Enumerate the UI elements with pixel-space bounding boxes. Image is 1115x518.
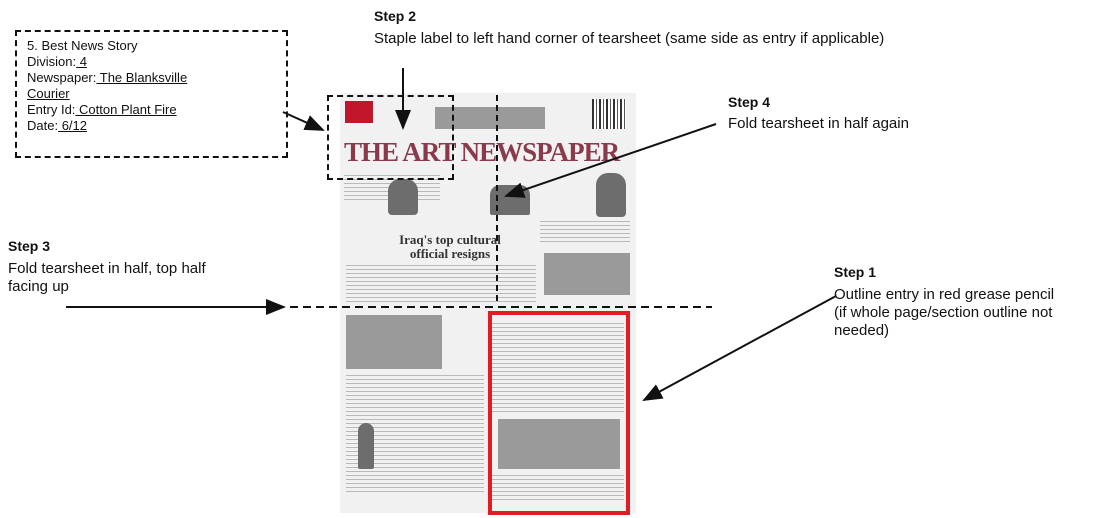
step1-line1: Outline entry in red grease pencil	[834, 286, 1055, 303]
step3-title: Step 3	[8, 238, 51, 254]
label-newspaper: Newspaper: The Blanksville	[27, 70, 188, 85]
step3-line1: Fold tearsheet in half, top half	[8, 260, 206, 277]
figure-illustration	[358, 423, 374, 469]
photo-portrait	[388, 179, 418, 215]
masthead-illustration	[435, 107, 545, 129]
photo-lower-left	[346, 315, 442, 369]
label-title: 5. Best News Story	[27, 38, 138, 53]
step4-title: Step 4	[728, 94, 771, 110]
barcode-icon	[592, 99, 626, 129]
newspaper-badge	[345, 101, 373, 123]
step2-text: Staple label to left hand corner of tear…	[374, 30, 885, 47]
label-arrow	[282, 111, 325, 131]
text-column	[346, 265, 536, 305]
entry-red-outline	[488, 311, 630, 515]
entry-text	[492, 323, 624, 415]
label-division: Division: 4	[27, 54, 87, 69]
step1-title: Step 1	[834, 264, 877, 280]
step1-line2: (if whole page/section outline not	[834, 304, 1053, 321]
text-column	[540, 221, 630, 245]
staple-corner-box	[327, 95, 454, 180]
entry-photo	[498, 419, 620, 469]
step4-arrow	[504, 123, 717, 198]
entry-label-box: 5. Best News Story Division: 4 Newspaper…	[15, 30, 288, 158]
step2-title: Step 2	[374, 8, 417, 24]
entry-text	[492, 475, 624, 503]
label-entry-id: Entry Id: Cotton Plant Fire	[27, 102, 177, 117]
photo-right	[544, 253, 630, 295]
step1-arrow	[642, 295, 837, 401]
step4-text: Fold tearsheet in half again	[728, 115, 909, 132]
step1-line3: needed)	[834, 322, 890, 339]
label-newspaper-cont: Courier	[27, 86, 70, 101]
step3-line2: facing up	[8, 278, 69, 295]
newspaper-masthead: THE ART NEWSPAPER	[344, 137, 620, 167]
newspaper-headline: Iraq's top cultural official resigns	[399, 232, 501, 261]
label-date: Date: 6/12	[27, 118, 87, 133]
photo-portrait-right	[596, 173, 626, 217]
